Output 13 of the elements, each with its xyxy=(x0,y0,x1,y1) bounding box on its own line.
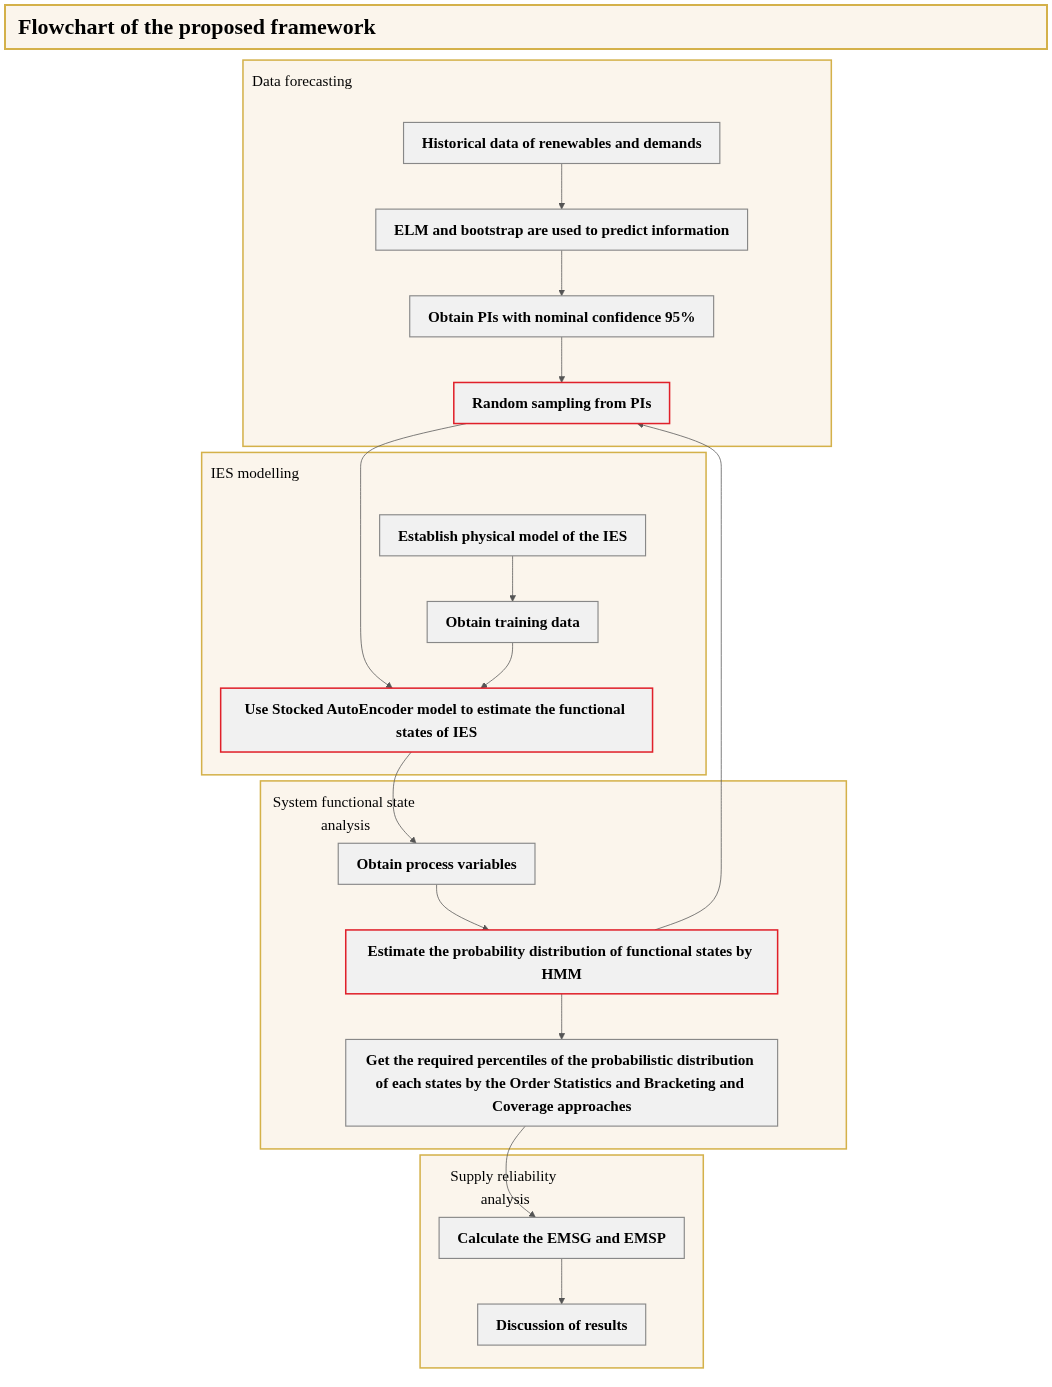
node-box: Obtain PIs with nominal confidence 95% xyxy=(409,295,715,338)
node-box: Historical data of renewables and demands xyxy=(402,121,721,165)
node-box: Calculate the EMSG and EMSP xyxy=(438,1216,685,1259)
node-box: Get the required percentiles of the probabilistic distribution of each states by the Order Statistics and Bracketing and Coverage approaches xyxy=(345,1038,779,1127)
node-box: Discussion of results xyxy=(477,1303,647,1346)
node-box: Obtain process variables xyxy=(337,842,536,885)
node-box: ELM and bootstrap are used to predict information xyxy=(375,208,749,251)
node-box: Obtain training data xyxy=(426,600,599,644)
diagram-title: Flowchart of the proposed framework xyxy=(4,4,1048,50)
node-box: Use Stocked AutoEncoder model to estimate the functional states of IES xyxy=(219,687,654,753)
node-box: Estimate the probability distribution of functional states by HMM xyxy=(345,929,779,995)
node-box: Establish physical model of the IES xyxy=(379,514,647,557)
node-box: Random sampling from PIs xyxy=(453,381,671,425)
